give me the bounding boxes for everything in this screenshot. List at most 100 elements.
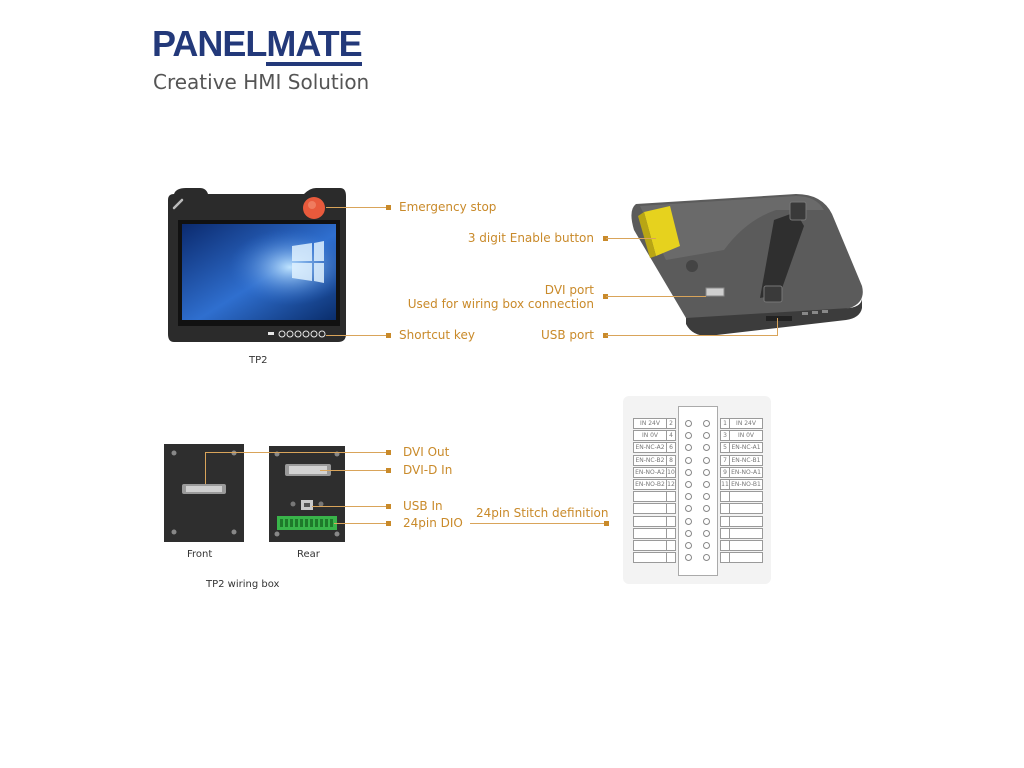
pin-left-number: 8 [666, 454, 676, 466]
usb-in-label: USB In [403, 499, 443, 513]
pin-left-signal: EN-NC-A2 [633, 442, 667, 454]
pin-left-number: 6 [666, 442, 676, 454]
stitch-definition-leader [470, 523, 606, 524]
usb-port-leader-vertical [777, 318, 778, 336]
pin-right-signal: IN 24V [729, 418, 763, 429]
dvi-port-desc: Used for wiring box connection [407, 297, 594, 311]
pin-left-signal [633, 503, 667, 515]
emergency-stop-leader [326, 207, 388, 208]
pin-left-hole [685, 432, 692, 440]
pin-right-signal [729, 540, 763, 551]
wiring-box-caption: TP2 wiring box [206, 579, 280, 590]
pin-left-hole [685, 554, 692, 562]
tp2-rear-device [626, 190, 868, 336]
pin-right-hole [703, 420, 710, 427]
enable-button-leader [606, 238, 656, 239]
dvid-in-marker [386, 468, 391, 473]
emergency-stop-marker [386, 205, 391, 210]
pin-right-signal: EN-NO-B1 [729, 479, 763, 490]
front-caption: Front [187, 549, 213, 560]
pin-left-hole [685, 529, 692, 537]
tp2-rear-illustration [631, 194, 863, 336]
pin-right-hole [703, 554, 710, 562]
pin-left-signal: IN 0V [633, 430, 667, 442]
tp2-front-illustration [168, 188, 346, 342]
stitch-definition-label: 24pin Stitch definition [476, 506, 609, 520]
usb-port-marker [603, 333, 608, 338]
pin-left-signal [633, 540, 667, 551]
pin-left-signal [633, 527, 667, 539]
pin-left-number [666, 491, 676, 503]
brand-logo: PANELMATE [152, 23, 363, 66]
dvi-port-label: DVI port [544, 283, 594, 297]
pin-right-signal: EN-NO-A1 [729, 466, 763, 478]
pin-right-signal: IN 0V [729, 430, 763, 442]
usb-port-leader [606, 335, 778, 336]
dvid-in-label: DVI-D In [403, 463, 453, 477]
tp2-caption: TP2 [249, 355, 268, 366]
pin-left-hole [685, 420, 692, 427]
dvid-in-leader [320, 470, 388, 471]
pin-right-signal [729, 491, 763, 503]
pin-right-hole [703, 517, 710, 525]
enable-button-marker [603, 236, 608, 241]
pin-right-signal [729, 552, 763, 564]
dvi-out-leader-vertical [205, 452, 206, 484]
dio-marker [386, 521, 391, 526]
pin-right-signal [729, 527, 763, 539]
usb-port-label: USB port [540, 328, 594, 342]
brand-mate: MATE [266, 23, 363, 66]
brand-panel: PANEL [152, 23, 267, 64]
dvi-out-marker [386, 450, 391, 455]
pin-left-hole [685, 542, 692, 549]
pin-left-hole [685, 517, 692, 525]
pin-left-signal: EN-NO-B2 [633, 479, 667, 490]
pin-left-number [666, 515, 676, 527]
dvi-out-leader [205, 452, 388, 453]
usb-in-leader [312, 506, 388, 507]
pin-left-signal: IN 24V [633, 418, 667, 429]
pin-right-signal: EN-NC-B1 [729, 454, 763, 466]
pin-left-number: 2 [666, 418, 676, 429]
tp2-front-device [164, 186, 348, 344]
dvi-port-marker [603, 294, 608, 299]
dio-label: 24pin DIO [403, 516, 463, 530]
pin-left-number [666, 503, 676, 515]
rear-caption: Rear [297, 549, 320, 560]
pin-left-number: 10 [666, 466, 676, 478]
dvi-port-leader [606, 296, 706, 297]
wiring-box-rear-illustration [269, 446, 345, 542]
pin-right-signal [729, 503, 763, 515]
pin-left-hole [685, 481, 692, 488]
pin-right-hole [703, 505, 710, 513]
wiring-box-rear [269, 446, 345, 542]
pin-left-signal [633, 491, 667, 503]
pin-right-hole [703, 468, 710, 476]
pin-left-hole [685, 456, 692, 464]
emergency-stop-label: Emergency stop [399, 200, 497, 214]
pin-left-hole [685, 444, 692, 452]
pin-right-hole [703, 542, 710, 549]
brand-tagline: Creative HMI Solution [153, 70, 370, 94]
pinout-terminal-strip [678, 406, 718, 576]
pin-left-number: 4 [666, 430, 676, 442]
pin-right-signal [729, 515, 763, 527]
pin-right-hole [703, 481, 710, 488]
pin-left-number [666, 527, 676, 539]
dvi-out-label: DVI Out [403, 445, 450, 459]
usb-in-marker [386, 504, 391, 509]
pin-left-signal [633, 515, 667, 527]
pin-left-hole [685, 468, 692, 476]
enable-button-label: 3 digit Enable button [467, 231, 594, 245]
wiring-box-front-illustration [164, 444, 244, 542]
pin-right-hole [703, 493, 710, 501]
pin-left-number [666, 552, 676, 564]
pin-left-signal [633, 552, 667, 564]
dio-leader [334, 523, 388, 524]
shortcut-key-marker [386, 333, 391, 338]
pin-right-hole [703, 444, 710, 452]
pin-left-number [666, 540, 676, 551]
pin-left-number: 12 [666, 479, 676, 490]
pin-right-hole [703, 529, 710, 537]
